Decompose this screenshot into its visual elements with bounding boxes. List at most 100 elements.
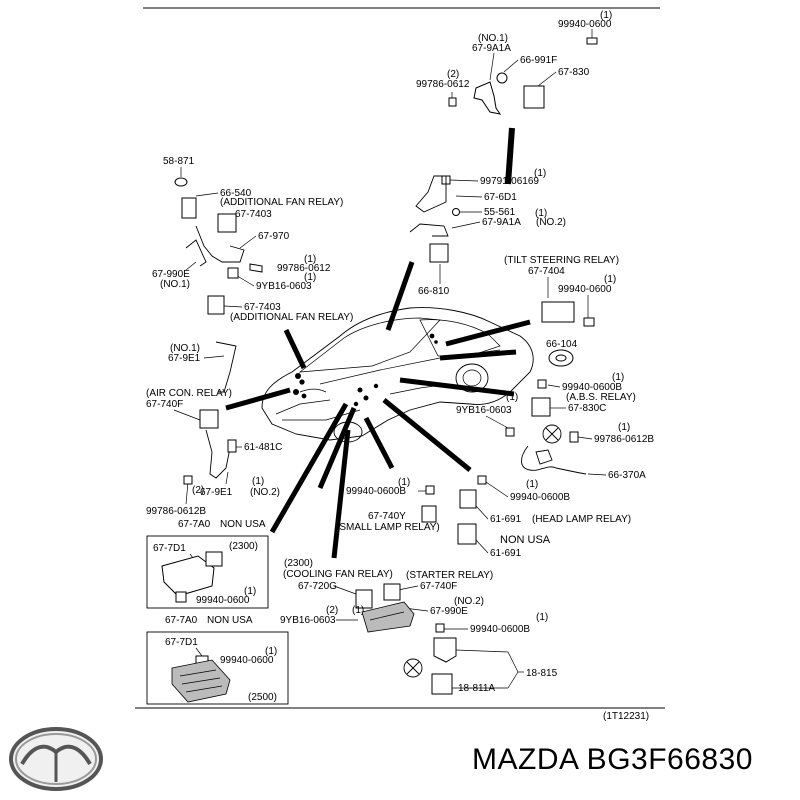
part-callout-screw-0612b-qty: (2) (192, 485, 204, 496)
part-callout-top-screw-qty: (2) (447, 69, 459, 80)
part-callout-small-lamp-name: (SMALL LAMP RELAY) (336, 522, 440, 533)
part-callout-nut-9yb: 9YB16-0603 (256, 281, 312, 292)
part-callout-bracket-9a1a-qty: (1) (535, 208, 547, 219)
part-callout-bracket-9e1b-no: (NO.2) (250, 487, 280, 498)
part-callout-bolt-600b1: 99940-0600B (346, 486, 406, 497)
part-callout-no1-b: (NO.1) (170, 343, 200, 354)
part-callout-starter-bracket: 67-990E (430, 606, 468, 617)
part-callout-non-usa-a: NON USA (220, 519, 266, 530)
part-number-caption: MAZDA BG3F66830 (472, 743, 753, 776)
part-callout-top-bracket: 67-9A1A (472, 43, 511, 54)
part-callout-abs-bolt: 99940-0600B (562, 382, 622, 393)
part-callout-b990e-no: (NO.1) (160, 279, 190, 290)
part-callout-head-lamp-part: 61-691 (490, 514, 522, 525)
part-callout-cooling-part: 67-720G (298, 581, 337, 592)
part-callout-starter-bracket-no: (NO.2) (454, 596, 484, 607)
part-callout-bolt-06169: 99791-06169 (480, 176, 539, 187)
part-callout-box-b-bolt-qty: (1) (265, 646, 277, 657)
part-callout-box-a-part: 67-7D1 (153, 543, 186, 554)
center-top-group: (1) 99791-06169 67-6D1 55-561 (1) 67-9A1… (409, 168, 566, 297)
part-callout-box-b-part: 67-7D1 (165, 637, 198, 648)
top-relay-group: (1) 99940-0600 (NO.1) 67-9A1A 66-991F 67… (416, 10, 612, 115)
part-callout-abs-name: (A.B.S. RELAY) (566, 392, 636, 403)
abs-relay-group: (1) 99940-0600B (A.B.S. RELAY) 67-830C (… (456, 372, 654, 481)
part-callout-fan-relay-1-part: 66-540 (220, 188, 252, 199)
part-callout-top-qty: (1) (600, 10, 612, 21)
part-callout-b990e: 67-990E (152, 269, 190, 280)
part-callout-box-7a0-b: 67-7A0 (165, 615, 198, 626)
part-callout-bracket-970: 67-970 (258, 231, 290, 242)
part-callout-relay-7403a: 67-7403 (235, 209, 272, 220)
part-callout-aircon-part: 67-740F (146, 399, 183, 410)
part-callout-screw-0612: 99786-0612 (277, 263, 331, 274)
part-callout-tilt-name: (TILT STEERING RELAY) (504, 255, 619, 266)
part-callout-top-bolt: 99940-0600 (558, 19, 612, 30)
part-callout-clip-561: 55-561 (484, 207, 516, 218)
part-callout-relay-7403b: 67-7403 (244, 302, 281, 313)
part-callout-bolt-600b2-qty: (1) (526, 479, 538, 490)
part-callout-bolt-600b3: 99940-0600B (470, 624, 530, 635)
part-callout-bracket-9a1a-no: (NO.2) (536, 217, 566, 228)
part-callout-bracket-9e1: 67-9E1 (168, 353, 201, 364)
part-callout-screw-0612b: 99786-0612B (146, 506, 206, 517)
part-callout-tilt-bolt-qty: (1) (604, 274, 616, 285)
part-callout-harness-370a: 66-370A (608, 470, 646, 481)
part-callout-nut-9yb-qty: (1) (304, 272, 316, 283)
inset-box-2500: 67-7A0 NON USA 67-7D1 (1) 99940-0600 (25… (146, 615, 289, 705)
part-callout-cooling-variant: (2300) (284, 558, 313, 569)
car-illustration (261, 307, 534, 443)
part-callout-small-lamp-qty: (1) (398, 477, 410, 488)
part-callout-screw-612b-qty: (1) (618, 422, 630, 433)
part-callout-nut-0603-qty: (1) (506, 392, 518, 403)
part-callout-nut-0603c-qty2: (1) (352, 605, 364, 616)
part-callout-tilt-bolt: 99940-0600 (558, 284, 612, 295)
cooling-starter-group: (2300) (COOLING FAN RELAY) 67-720G (STAR… (280, 558, 558, 695)
leader-lines (225, 127, 531, 559)
part-callout-cap: 58-871 (163, 156, 195, 167)
part-callout-fan-relay-1-name: (ADDITIONAL FAN RELAY) (220, 197, 343, 208)
tilt-steering-relay-group: (TILT STEERING RELAY) 67-7404 (1) 99940-… (504, 255, 619, 367)
part-callout-head-lamp-name: (HEAD LAMP RELAY) (532, 514, 631, 525)
part-callout-bracket-9e1b: 67-9E1 (200, 487, 233, 498)
part-callout-nut-0603c: 9YB16-0603 (280, 615, 336, 626)
mazda-logo (9, 727, 103, 791)
inset-box-2300: 67-7A0 NON USA 67-7D1 (2300) (1) 99940-0… (146, 519, 269, 609)
part-callout-tilt-part: 67-7404 (528, 266, 565, 277)
part-callout-top-no1: (NO.1) (478, 33, 508, 44)
part-callout-box-b-variant: (2500) (248, 692, 277, 703)
part-callout-bolt-06169-qty: (1) (534, 168, 546, 179)
part-callout-cooling-name: (COOLING FAN RELAY) (283, 569, 393, 580)
part-callout-small-lamp-part: 67-740Y (368, 511, 406, 522)
part-callout-nut-0603: 9YB16-0603 (456, 405, 512, 416)
part-callout-relay-810: 66-810 (418, 286, 450, 297)
part-callout-screw-612b: 99786-0612B (594, 434, 654, 445)
part-callout-box-a-variant: (2300) (229, 541, 258, 552)
part-callout-non-usa-c: NON USA (500, 534, 551, 546)
part-callout-nut-0603c-qty: (2) (326, 605, 338, 616)
part-callout-top-relay: 67-830 (558, 67, 590, 78)
part-callout-box-a-bolt-qty: (1) (244, 586, 256, 597)
part-callout-clip-481c: 61-481C (244, 442, 282, 453)
part-callout-abs-part: 67-830C (568, 403, 606, 414)
part-callout-aircon-name: (AIR CON. RELAY) (146, 388, 232, 399)
part-callout-starter-part: 67-740F (420, 581, 457, 592)
part-callout-bolt-600b3-qty: (1) (536, 612, 548, 623)
part-callout-bracket-6d1: 67-6D1 (484, 192, 517, 203)
part-callout-non-usa-b: NON USA (207, 615, 253, 626)
diagram-reference: (1T12231) (603, 711, 649, 722)
part-callout-box-a-bolt: 99940-0600 (196, 595, 250, 606)
part-callout-fan-relay-2-name: (ADDITIONAL FAN RELAY) (230, 312, 353, 323)
part-callout-box-7a0-a: 67-7A0 (178, 519, 211, 530)
part-callout-bracket-9e1b-qty: (1) (252, 476, 264, 487)
part-callout-head-lamp-part-b: 61-691 (490, 548, 522, 559)
part-callout-starter-name: (STARTER RELAY) (406, 570, 493, 581)
part-callout-screw-0612-qty: (1) (304, 254, 316, 265)
additional-fan-relay-group: 58-871 66-540 (ADDITIONAL FAN RELAY) 67-… (152, 156, 353, 323)
part-callout-bracket-9a1a: 67-9A1A (482, 217, 521, 228)
part-callout-bolt-600b2: 99940-0600B (510, 492, 570, 503)
aircon-relay-group: (NO.1) 67-9E1 (AIR CON. RELAY) 67-740F 6… (146, 341, 282, 517)
part-callout-grommet-104: 66-104 (546, 339, 578, 350)
part-callout-relay-815: 18-815 (526, 668, 558, 679)
part-callout-top-screw: 99786-0612 (416, 79, 470, 90)
part-callout-top-clip: 66-991F (520, 55, 557, 66)
